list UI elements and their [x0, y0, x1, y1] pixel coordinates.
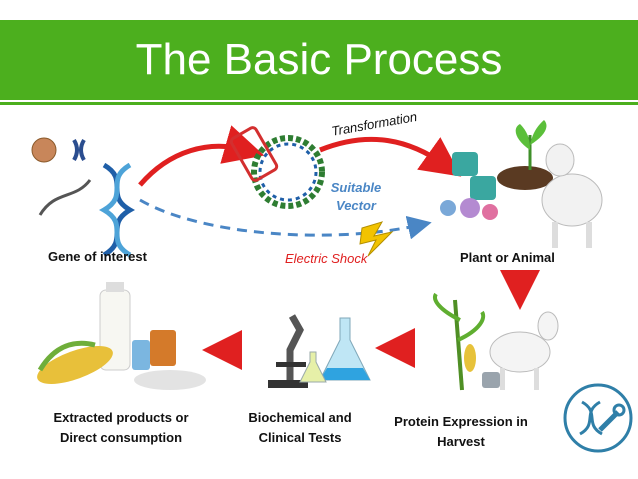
- extracted-label-line1: Extracted products or: [53, 410, 189, 425]
- dna-wrench-icon: [563, 383, 633, 453]
- dna-icon: [38, 162, 135, 258]
- microscope-icon: [268, 314, 308, 388]
- chromosome-icon: [31, 137, 86, 163]
- electric-shock-label: Electric Shock: [285, 251, 368, 266]
- suitable-label: Suitable: [330, 180, 382, 195]
- goat-icon: [541, 143, 603, 248]
- plant-icon: [497, 120, 553, 190]
- title-banner: [0, 20, 638, 100]
- biochem-label-line2: Clinical Tests: [258, 430, 342, 445]
- protein-label-line2: Harvest: [437, 434, 485, 449]
- cells-icon: [440, 152, 498, 220]
- banner-divider: [0, 102, 638, 105]
- gene-label: Gene of interest: [48, 249, 147, 264]
- vector-label: Vector: [336, 198, 376, 213]
- page-title: The Basic Process: [135, 35, 503, 84]
- plant-animal-label: Plant or Animal: [460, 250, 555, 265]
- biochem-label-line1: Biochemical and: [248, 410, 352, 425]
- corn-icon: [37, 340, 206, 390]
- protein-label-line1: Protein Expression in: [394, 414, 528, 429]
- flask-icon: [299, 317, 371, 383]
- arrow-to-vector: [138, 125, 265, 187]
- transformation-arrow: [319, 136, 462, 177]
- corn-plant-icon: [433, 292, 486, 391]
- extracted-label-line2: Direct consumption: [59, 430, 183, 445]
- lightning-icon: [359, 221, 394, 257]
- plasmid-icon: [229, 126, 325, 209]
- goat-harvest-icon: [482, 311, 559, 390]
